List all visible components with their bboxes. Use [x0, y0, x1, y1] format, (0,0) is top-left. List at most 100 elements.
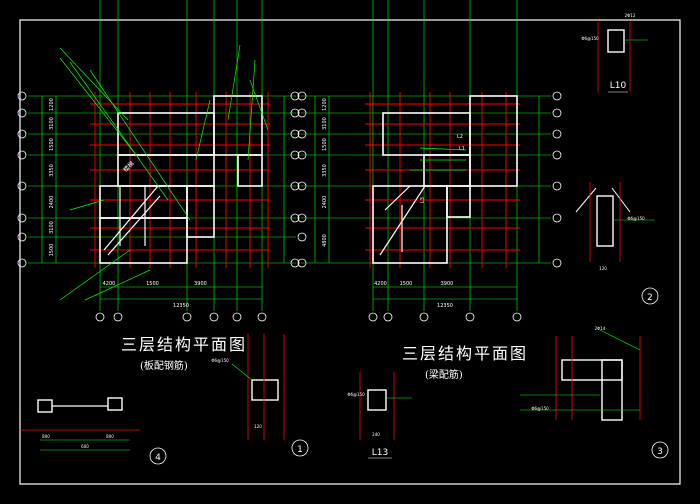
l13-width-label: 240 [372, 432, 380, 437]
right-plan-axis-bubble-right [552, 213, 562, 223]
d1-bubble [291, 439, 309, 457]
left-plan-wall [117, 154, 215, 187]
l10-top-rebar: 2Φ12 [625, 13, 636, 18]
left-plan-dim-bottom-total: 12350 [173, 303, 189, 309]
right-plan-axis-bubble-right [552, 258, 562, 268]
right-plan-wall [446, 185, 471, 218]
left-plan-axis-bubble-left [17, 108, 27, 118]
d1-section [251, 379, 279, 401]
right-plan-axis-bubble-bottom [512, 312, 522, 322]
left-plan-dim-bottom: 1500 [146, 281, 159, 287]
right-plan-axis-bubble-left [290, 150, 300, 160]
left-plan-axis-bubble-right [297, 232, 307, 242]
l13-label: L13 [372, 448, 388, 458]
left-plan-dim-side: 1500 [49, 244, 55, 257]
left-plan-leader [69, 199, 105, 211]
left-plan-axis-bubble-left [17, 213, 27, 223]
right-plan-axis-bubble-left [290, 108, 300, 118]
right-plan-dim-side: 4800 [322, 234, 328, 247]
d1-number: 1 [297, 445, 303, 455]
right-plan-axis-bubble-right [552, 91, 562, 101]
right-plan-beam-label-l1: L1 [459, 146, 465, 152]
left-plan-dim-side: 1200 [49, 98, 55, 111]
left-plan-dim-bottom: 3900 [194, 281, 207, 287]
left-plan-leader [69, 61, 169, 201]
left-plan-dim-side: 3100 [49, 221, 55, 234]
d2-number: 2 [647, 293, 653, 303]
d3-bubble [651, 441, 669, 459]
left-plan-axis-bubble-left [17, 232, 27, 242]
left-plan-subtitle: (板配钢筋) [140, 361, 188, 372]
right-plan-axis-bubble-bottom [419, 312, 429, 322]
left-plan-wall [213, 95, 263, 156]
right-plan-axis-bubble-left [290, 258, 300, 268]
left-plan-leader [247, 59, 256, 161]
left-plan-wall [186, 185, 215, 238]
l10-section [607, 29, 625, 53]
right-plan-axis-bubble-left [290, 181, 300, 191]
d4-span-label: 600 [81, 444, 89, 449]
d2-roof-left [575, 187, 597, 213]
d2-section [596, 195, 614, 247]
right-plan-axis-bubble-right [552, 181, 562, 191]
d4-dim: 800 [42, 434, 50, 439]
right-plan-dim-side: 3100 [322, 117, 328, 130]
right-plan-wall [469, 95, 518, 187]
left-plan-axis-bubble-left [17, 129, 27, 139]
right-plan-axis-bubble-bottom [383, 312, 393, 322]
left-plan-axis-bubble-bottom [257, 312, 267, 322]
right-plan-title: 三层结构平面图 [402, 344, 529, 363]
right-plan-dim-side: 1200 [322, 98, 328, 111]
right-plan-wall [372, 185, 448, 264]
left-plan-axis-bubble-bottom [209, 312, 219, 322]
d2-width-label: 120 [599, 266, 607, 271]
left-plan-axis-bubble-bottom [113, 312, 123, 322]
sheet-frame [19, 19, 681, 485]
right-plan-dim-side: 1500 [322, 138, 328, 151]
l13-section [367, 389, 387, 411]
right-plan-dim-bottom: 3900 [441, 281, 454, 287]
d3-rebar-label: Φ6@150 [531, 406, 549, 411]
d3-top-rebar: 2Φ14 [595, 326, 606, 331]
left-plan-leader [195, 99, 211, 161]
d4-dim: 800 [106, 434, 114, 439]
left-plan-wall [99, 217, 188, 264]
right-plan-axis-bubble-bottom [465, 312, 475, 322]
left-plan-axis-bubble-left [17, 91, 27, 101]
right-plan-subtitle: (梁配筋) [425, 370, 463, 381]
left-plan-axis-bubble-bottom [95, 312, 105, 322]
left-plan-stair-line [107, 195, 161, 256]
d4-number: 4 [155, 453, 161, 463]
left-plan-stair-line [103, 185, 159, 251]
left-plan-dim-side: 2400 [49, 196, 55, 209]
left-plan-dim-side: 1500 [49, 138, 55, 151]
left-plan-leader [84, 269, 151, 301]
right-plan-axis-bubble-bottom [368, 312, 378, 322]
left-plan-leader [59, 57, 141, 161]
l10-rebar-label: Φ6@150 [581, 36, 599, 41]
left-plan-leader [59, 249, 131, 301]
right-plan-stair-line [384, 185, 411, 211]
left-plan-title: 三层结构平面图 [121, 335, 248, 354]
right-plan-leader [419, 147, 467, 151]
left-plan-wall [237, 154, 263, 187]
right-plan-dim-bottom-total: 12350 [437, 303, 453, 309]
right-plan-dim-side: 3350 [322, 164, 328, 177]
left-plan-axis-bubble-bottom [182, 312, 192, 322]
d1-leader [231, 363, 253, 381]
left-plan-wall [99, 185, 188, 219]
d4-bubble [149, 447, 167, 465]
right-plan-beam-label-l3: L3 [420, 197, 426, 203]
right-plan-dim-bottom: 1500 [400, 281, 413, 287]
right-plan-axis-bubble-right [552, 108, 562, 118]
left-plan-stair-label: 楼梯 [122, 160, 136, 174]
d2-roof-right [611, 187, 631, 213]
right-plan-axis-bubble-left [290, 213, 300, 223]
right-plan-axis-bubble-right [552, 129, 562, 139]
d4-section-b [107, 397, 123, 411]
d3-slab [561, 359, 623, 381]
l13-rebar-label: Φ6@150 [347, 392, 365, 397]
right-plan-axis-bubble-right [552, 150, 562, 160]
d3-leader [599, 329, 641, 351]
